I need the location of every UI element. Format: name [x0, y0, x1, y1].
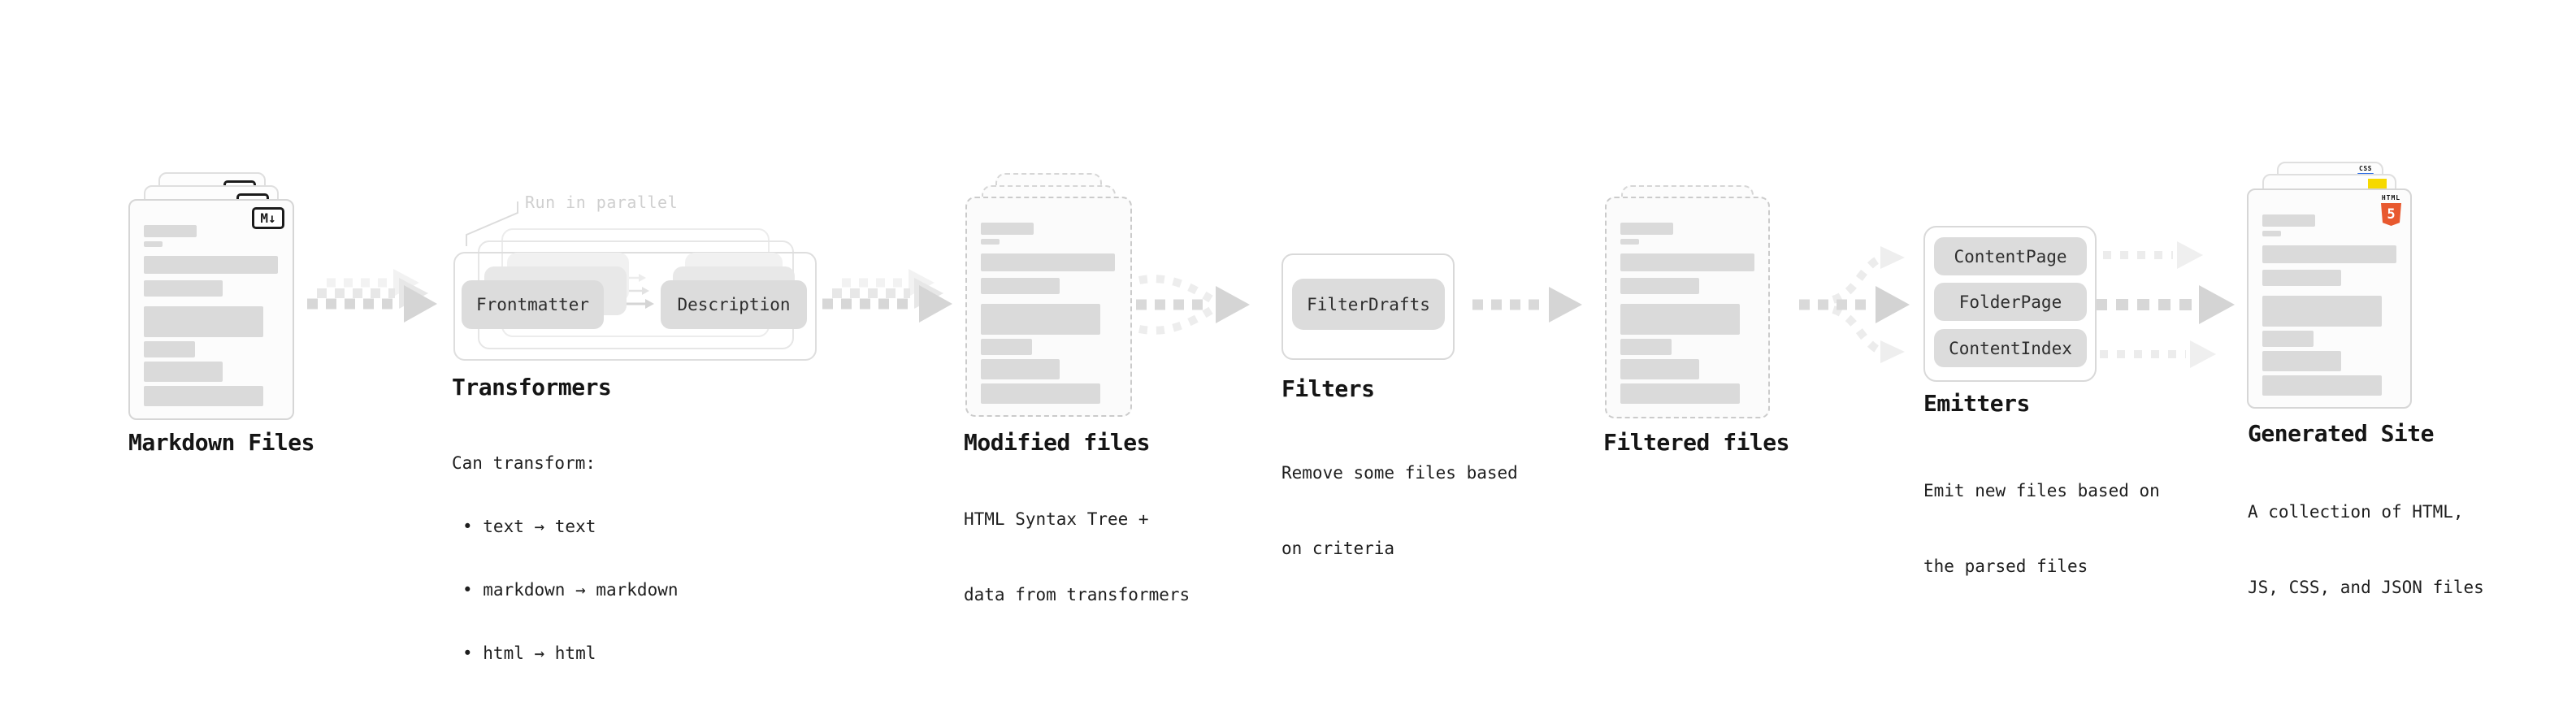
document-text-placeholder — [130, 201, 293, 418]
emitters-description: Emit new files based on the parsed files — [1923, 428, 2160, 630]
text-line-bar — [144, 280, 223, 297]
run-in-parallel-callout: Run in parallel — [525, 193, 679, 212]
html5-icon: HTML 5 — [2381, 194, 2401, 226]
arrow-modified-to-filters-merge — [1136, 275, 1250, 335]
text-line-bar — [981, 359, 1060, 379]
text-line-bar — [1620, 278, 1699, 294]
text-line-bar — [144, 241, 163, 247]
text-line-bar — [1620, 359, 1699, 379]
transformers-description: Can transform: • text → text • markdown … — [452, 410, 679, 706]
filters-desc-line: Remove some files based — [1281, 463, 1518, 483]
text-line-bar — [1620, 253, 1754, 271]
filters-description: Remove some files based on criteria — [1281, 410, 1518, 612]
text-line-bar — [2262, 214, 2315, 227]
filtered-file-card-front — [1605, 197, 1770, 418]
document-text-placeholder — [1607, 198, 1768, 417]
run-in-parallel-callout-line — [466, 201, 518, 246]
text-line-bar — [144, 256, 278, 274]
emitters-desc-line: Emit new files based on — [1923, 481, 2160, 500]
filters-desc-line: on criteria — [1281, 539, 1395, 558]
emitters-title: Emitters — [1923, 390, 2030, 417]
text-line-bar — [2262, 375, 2382, 396]
contentpage-pill: ContentPage — [1934, 237, 2087, 275]
contentindex-pill: ContentIndex — [1934, 329, 2087, 367]
css-badge-label: CSS — [2359, 165, 2372, 172]
arrow-transformers-to-modified — [822, 269, 952, 323]
text-line-bar — [981, 304, 1100, 335]
arrow-markdown-to-transformers — [307, 269, 437, 323]
markdown-icon: M↓ — [252, 207, 284, 229]
frontmatter-pill: Frontmatter — [462, 280, 604, 329]
flow-arrows-layer — [307, 201, 2235, 368]
html5-shield: 5 — [2381, 203, 2401, 226]
generated-desc-line: JS, CSS, and JSON files — [2248, 578, 2484, 597]
transformers-desc-bullet: • text → text — [462, 517, 596, 536]
text-line-bar — [981, 223, 1034, 235]
text-line-bar — [1620, 339, 1672, 355]
filtered-files-title: Filtered files — [1603, 429, 1790, 456]
text-line-bar — [2262, 296, 2382, 327]
transformers-desc-line: Can transform: — [452, 453, 596, 473]
filterdrafts-pill: FilterDrafts — [1292, 279, 1445, 330]
description-pill: Description — [661, 280, 807, 329]
text-line-bar — [144, 225, 197, 237]
generated-site-title: Generated Site — [2248, 420, 2435, 447]
html-file-card: HTML 5 — [2247, 188, 2412, 409]
folderpage-pill: FolderPage — [1934, 283, 2087, 321]
text-line-bar — [981, 278, 1060, 294]
text-line-bar — [981, 383, 1100, 404]
filtered-file-stack — [1605, 185, 1770, 421]
arrow-emitters-to-site — [2095, 241, 2235, 368]
generated-desc-line: A collection of HTML, — [2248, 502, 2464, 522]
arrow-filtered-to-emitters-fanout — [1799, 246, 1910, 363]
text-line-bar — [1620, 223, 1673, 235]
text-line-bar — [981, 253, 1115, 271]
text-line-bar — [144, 386, 263, 406]
transformers-title: Transformers — [452, 374, 612, 401]
text-line-bar — [144, 341, 195, 357]
modified-files-description: HTML Syntax Tree + data from transformer… — [964, 457, 1190, 658]
generated-site-stack: CSS HTML 5 — [2247, 162, 2412, 409]
text-line-bar — [981, 339, 1032, 355]
text-line-bar — [1620, 383, 1740, 404]
modified-desc-line: data from transformers — [964, 585, 1190, 604]
modified-file-stack — [965, 173, 1132, 421]
html5-word: HTML — [2381, 194, 2401, 201]
text-line-bar — [144, 306, 263, 337]
generated-site-description: A collection of HTML, JS, CSS, and JSON … — [2248, 449, 2484, 651]
markdown-file-card-front: M↓ — [128, 199, 294, 420]
text-line-bar — [1620, 304, 1740, 335]
text-line-bar — [2262, 245, 2396, 263]
transformers-desc-bullet: • html → html — [462, 643, 596, 663]
modified-file-card-front — [965, 197, 1132, 417]
markdown-files-title: Markdown Files — [128, 429, 315, 456]
text-line-bar — [144, 362, 223, 382]
emitters-desc-line: the parsed files — [1923, 557, 2088, 576]
filters-title: Filters — [1281, 375, 1375, 402]
document-text-placeholder — [967, 198, 1130, 415]
static-site-pipeline-diagram: { "colors": { "arrow": "#d7d7d7", "arrow… — [128, 162, 2484, 663]
text-line-bar — [2262, 331, 2314, 347]
text-line-bar — [1620, 239, 1639, 245]
transformer-group-outline-front — [453, 252, 817, 361]
text-line-bar — [2262, 351, 2341, 371]
js-icon — [2368, 179, 2387, 190]
arrow-filters-to-filtered — [1472, 287, 1582, 323]
text-line-bar — [981, 239, 1000, 245]
transformers-desc-bullet: • markdown → markdown — [462, 580, 679, 600]
text-line-bar — [2262, 231, 2281, 236]
text-line-bar — [2262, 270, 2341, 286]
modified-desc-line: HTML Syntax Tree + — [964, 509, 1149, 529]
markdown-file-stack: M↓ M↓ M↓ — [128, 172, 294, 420]
modified-files-title: Modified files — [964, 429, 1151, 456]
document-text-placeholder — [2249, 190, 2410, 407]
